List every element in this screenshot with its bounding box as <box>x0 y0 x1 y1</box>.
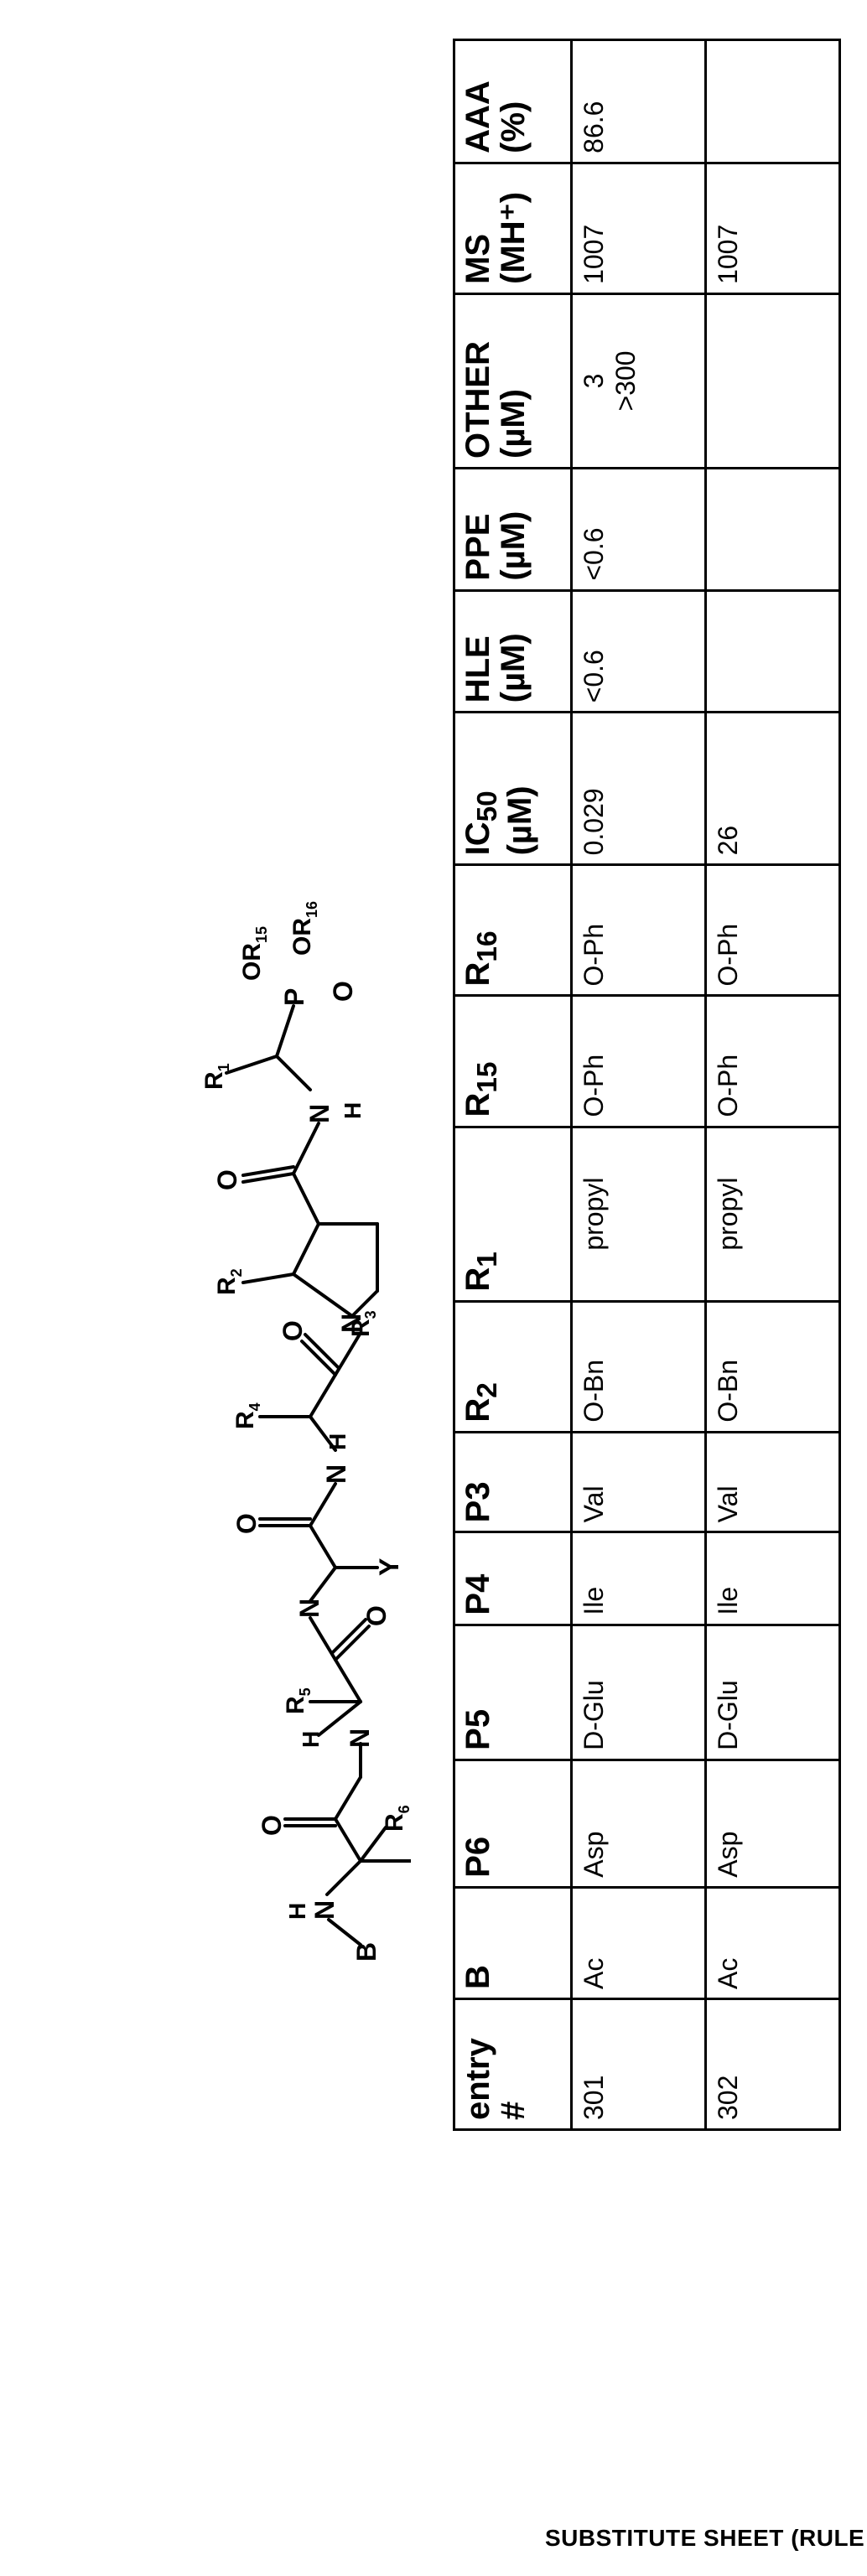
cell-B: Ac <box>706 1887 840 1998</box>
rotated-page: B N H O R6 N H R5 O N Y O N H R4 O R3 N … <box>0 25 867 2414</box>
cell-MS: 1007 <box>572 163 706 293</box>
cell-PPE <box>706 469 840 591</box>
cell-HLE <box>706 590 840 713</box>
header-P5: P5 <box>454 1625 572 1760</box>
structure-label-NH-H-2: H <box>298 1731 324 1748</box>
structure-label-R1: R1 <box>200 1063 232 1090</box>
cell-R16: O-Ph <box>706 865 840 996</box>
header-R1: R1 <box>454 1127 572 1301</box>
cell-P6: Asp <box>572 1760 706 1887</box>
cell-R1: propyl <box>572 1127 706 1301</box>
structure-label-R5: R5 <box>282 1687 314 1714</box>
cell-entry: 302 <box>706 1998 840 2129</box>
footer-note: SUBSTITUTE SHEET (RULE 26) <box>545 2525 867 2552</box>
structure-label-P: P <box>279 988 309 1006</box>
peptide-structure-drawing: B N H O R6 N H R5 O N Y O N H R4 O R3 N … <box>109 645 411 2071</box>
cell-IC50: 26 <box>706 713 840 865</box>
structure-label-OR15: OR15 <box>238 926 270 981</box>
cell-R2: O-Bn <box>706 1301 840 1432</box>
header-entry: entry# <box>454 1998 572 2129</box>
header-B: B <box>454 1887 572 1998</box>
structure-label-N-2: N <box>345 1729 375 1748</box>
cell-PPE: <0.6 <box>572 469 706 591</box>
structure-label-NH-H-3: H <box>324 1433 350 1450</box>
structure-label-OR16: OR16 <box>288 901 320 956</box>
structure-label-NH-H: H <box>284 1903 310 1920</box>
cell-R15: O-Ph <box>706 996 840 1127</box>
structure-label-O-6: O <box>328 981 358 1002</box>
structure-label-O-4: O <box>278 1320 308 1341</box>
structure-label-NH-H-4: H <box>340 1102 366 1119</box>
cell-R15: O-Ph <box>572 996 706 1127</box>
cell-HLE: <0.6 <box>572 590 706 713</box>
cell-B: Ac <box>572 1887 706 1998</box>
structure-label-N: N <box>309 1900 340 1920</box>
cell-R1: propyl <box>706 1127 840 1301</box>
cell-P5: D-Glu <box>706 1625 840 1760</box>
structure-label-R6: R6 <box>381 1805 411 1832</box>
structure-label-N-3: N <box>294 1599 324 1618</box>
results-table: entry# B P6 P5 P4 P3 R2 R1 R15 R16 IC50(… <box>453 39 841 2131</box>
structure-label-N-6: N <box>304 1104 335 1123</box>
structure-label-O-5: O <box>212 1169 242 1190</box>
structure-label-R4: R4 <box>231 1402 263 1429</box>
structure-label-N-4: N <box>321 1464 351 1484</box>
cell-P4: Ile <box>572 1532 706 1625</box>
header-IC50: IC50(µM) <box>454 713 572 865</box>
chemical-structure: B N H O R6 N H R5 O N Y O N H R4 O R3 N … <box>109 645 411 2071</box>
cell-P4: Ile <box>706 1532 840 1625</box>
cell-P6: Asp <box>706 1760 840 1887</box>
header-R15: R15 <box>454 996 572 1127</box>
structure-label-Y: Y <box>374 1558 404 1576</box>
cell-OTHER: 3>300 <box>572 293 706 468</box>
cell-MS: 1007 <box>706 163 840 293</box>
cell-R16: O-Ph <box>572 865 706 996</box>
header-R16: R16 <box>454 865 572 996</box>
cell-R2: O-Bn <box>572 1301 706 1432</box>
structure-label-B: B <box>351 1942 382 1962</box>
header-P3: P3 <box>454 1432 572 1532</box>
cell-P3: Val <box>572 1432 706 1532</box>
header-HLE: HLE(µM) <box>454 590 572 713</box>
structure-label-N-5: N <box>336 1314 366 1333</box>
table-header-row: entry# B P6 P5 P4 P3 R2 R1 R15 R16 IC50(… <box>454 40 572 2130</box>
header-AAA: AAA(%) <box>454 40 572 163</box>
cell-AAA: 86.6 <box>572 40 706 163</box>
header-R2: R2 <box>454 1301 572 1432</box>
cell-IC50: 0.029 <box>572 713 706 865</box>
cell-OTHER <box>706 293 840 468</box>
table-row: 301 Ac Asp D-Glu Ile Val O-Bn propyl O-P… <box>572 40 706 2130</box>
header-OTHER: OTHER(µM) <box>454 293 572 468</box>
header-MS: MS(MH⁺) <box>454 163 572 293</box>
header-P4: P4 <box>454 1532 572 1625</box>
cell-P3: Val <box>706 1432 840 1532</box>
cell-entry: 301 <box>572 1998 706 2129</box>
structure-label-O-1: O <box>257 1815 287 1836</box>
header-P6: P6 <box>454 1760 572 1887</box>
structure-label-O-2: O <box>361 1605 392 1626</box>
table-row: 302 Ac Asp D-Glu Ile Val O-Bn propyl O-P… <box>706 40 840 2130</box>
cell-P5: D-Glu <box>572 1625 706 1760</box>
cell-AAA <box>706 40 840 163</box>
header-PPE: PPE(µM) <box>454 469 572 591</box>
structure-label-R2: R2 <box>213 1268 245 1295</box>
structure-label-O-3: O <box>231 1513 262 1534</box>
